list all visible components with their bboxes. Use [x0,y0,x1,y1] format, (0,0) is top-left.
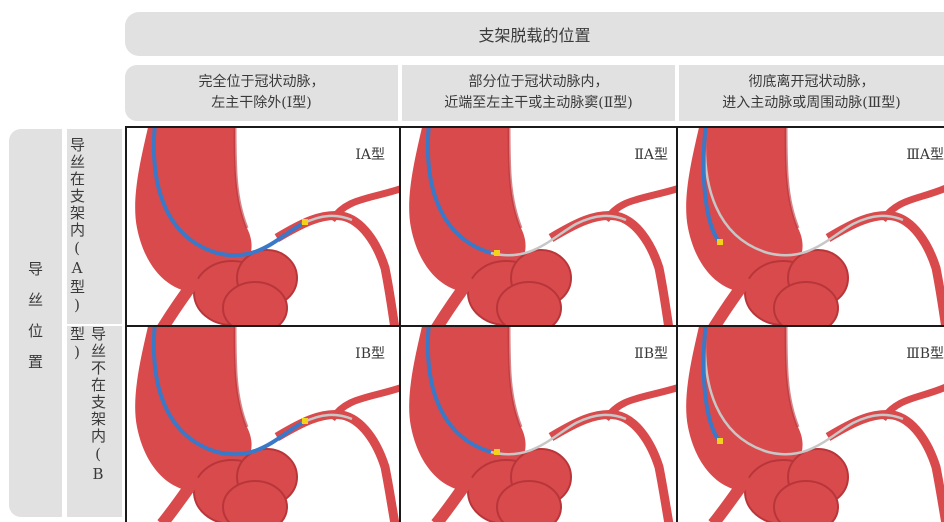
wire-position-label: 导丝位置 [25,129,46,517]
panel-type-label: ⅡB型 [634,343,668,363]
column-1-line-1: 完全位于冠状动脉， [199,72,325,93]
panel-type-label: ⅢB型 [906,343,944,363]
row-label-a: 导丝在支架内(A型) [67,129,122,324]
column-1-line-2: 左主干除外(Ⅰ型) [211,93,311,114]
artery-illustration-3b [678,327,944,522]
column-2-line-2: 近端至左主干或主动脉窦(Ⅱ型) [444,93,632,114]
panel-2a: ⅡA型 [399,126,678,327]
row-b-text: 导丝不在支架内(B型) [67,326,109,517]
row-a-text: 导丝在支架内(A型) [67,129,88,324]
column-2-line-1: 部分位于冠状动脉内， [469,72,609,93]
panel-3b: ⅢB型 [676,325,944,522]
panel-type-label: ⅡA型 [634,144,668,164]
artery-illustration-3a [678,128,944,327]
column-header-type-3: 彻底离开冠状动脉， 进入主动脉或周围动脉(Ⅲ型) [679,65,944,121]
column-header-type-1: 完全位于冠状动脉， 左主干除外(Ⅰ型) [125,65,398,121]
panel-type-label: ⅢA型 [906,144,944,164]
row-label-b: 导丝不在支架内(B型) [67,326,122,517]
column-3-line-1: 彻底离开冠状动脉， [749,72,875,93]
header-title: 支架脱载的位置 [478,22,590,46]
row-group-label-wire-position: 导丝位置 [9,129,62,517]
column-3-line-2: 进入主动脉或周围动脉(Ⅲ型) [722,93,900,114]
panel-1a: ⅠA型 [125,126,401,327]
panel-type-label: ⅠA型 [355,144,385,164]
header-stent-location: 支架脱载的位置 [125,12,944,56]
panel-type-label: ⅠB型 [355,343,385,363]
panel-2b: ⅡB型 [399,325,678,522]
panel-1b: ⅠB型 [125,325,401,522]
column-header-type-2: 部分位于冠状动脉内， 近端至左主干或主动脉窦(Ⅱ型) [402,65,675,121]
panel-3a: ⅢA型 [676,126,944,327]
